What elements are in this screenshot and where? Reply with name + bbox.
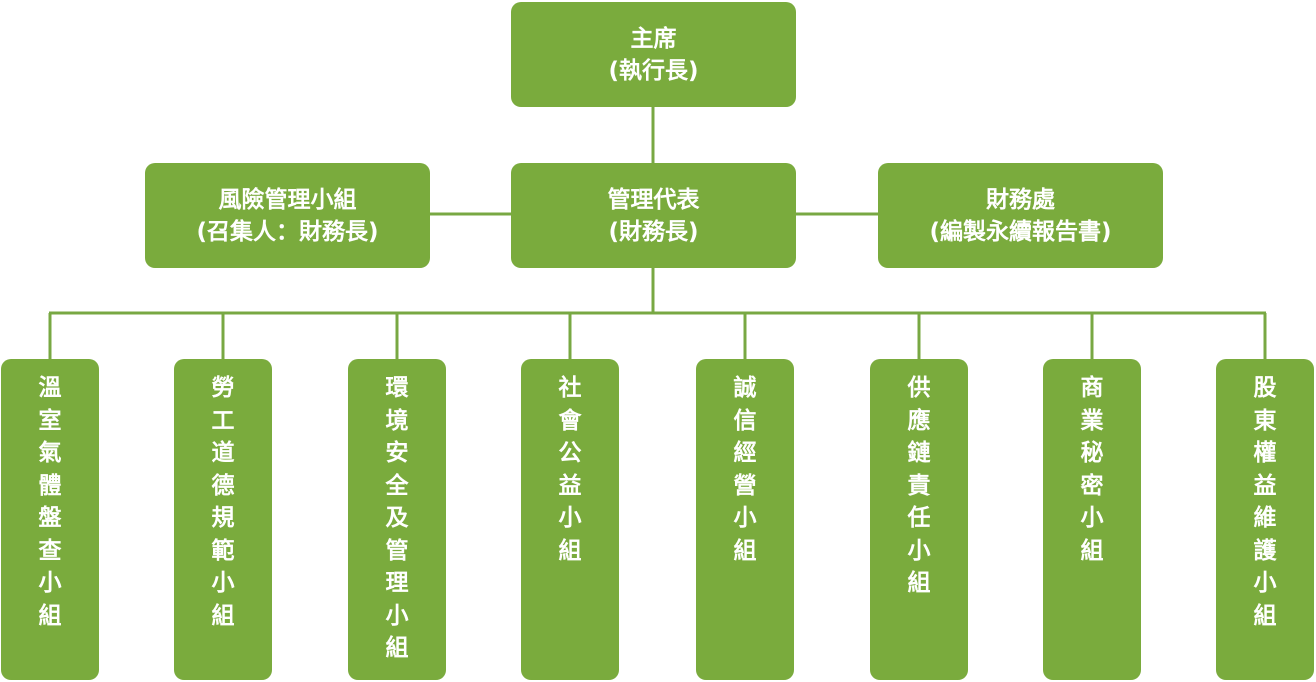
- risk-group-subtitle: (召集人：財務長): [196, 218, 379, 245]
- chairman-title: 主席: [630, 25, 677, 52]
- management-rep-box: 管理代表 (財務長): [511, 163, 796, 268]
- risk-group-box: 風險管理小組 (召集人：財務長): [145, 163, 430, 268]
- management-rep-subtitle: (財務長): [608, 218, 699, 245]
- group-environment-safety: 環境安全及管理小組: [348, 359, 446, 680]
- group-shareholder-rights: 股東權益維護小組: [1216, 359, 1314, 680]
- chairman-subtitle: (執行長): [608, 57, 699, 84]
- risk-group-title: 風險管理小組: [218, 186, 357, 213]
- finance-dept-subtitle: (編製永續報告書): [929, 218, 1112, 245]
- group-label: 社會公益小組: [558, 375, 582, 564]
- group-label: 誠信經營小組: [733, 375, 757, 564]
- finance-dept-box: 財務處 (編製永續報告書): [878, 163, 1163, 268]
- group-label: 勞工道德規範小組: [211, 375, 235, 629]
- group-label: 供應鏈責任小組: [907, 375, 931, 596]
- chairman-box: 主席 (執行長): [511, 2, 796, 107]
- group-label: 環境安全及管理小組: [385, 375, 409, 661]
- group-label: 商業秘密小組: [1080, 375, 1104, 564]
- group-label: 溫室氣體盤查小組: [38, 375, 62, 629]
- group-label: 股東權益維護小組: [1253, 375, 1277, 629]
- group-social-welfare: 社會公益小組: [521, 359, 619, 680]
- group-labor-ethics: 勞工道德規範小組: [174, 359, 272, 680]
- group-supply-chain: 供應鏈責任小組: [870, 359, 968, 680]
- group-trade-secrets: 商業秘密小組: [1043, 359, 1141, 680]
- group-integrity: 誠信經營小組: [696, 359, 794, 680]
- finance-dept-title: 財務處: [986, 186, 1055, 213]
- group-ghg-inventory: 溫室氣體盤查小組: [1, 359, 99, 680]
- management-rep-title: 管理代表: [607, 186, 700, 213]
